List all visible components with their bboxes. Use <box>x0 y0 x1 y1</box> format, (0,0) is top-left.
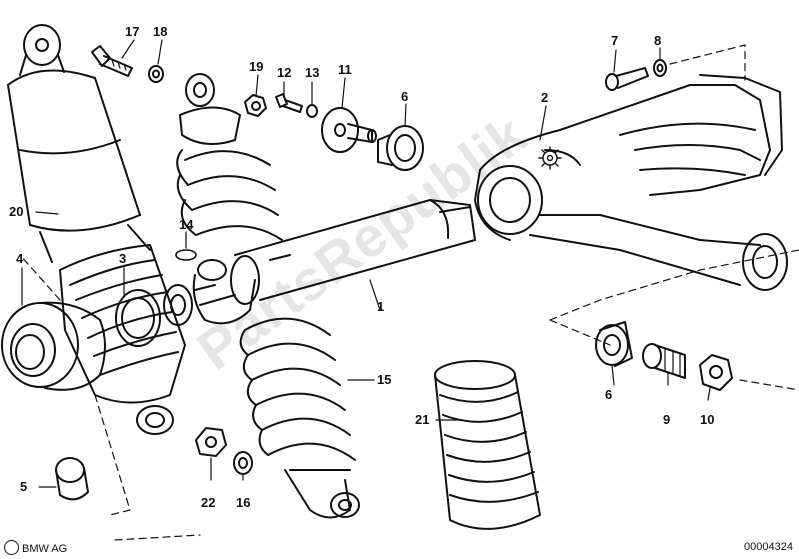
bolt-12 <box>275 93 303 113</box>
gear-icon <box>538 146 562 170</box>
callout-9: 9 <box>663 412 671 427</box>
callout-12: 12 <box>277 65 292 80</box>
callout-11: 11 <box>338 62 352 77</box>
circlip-14 <box>175 249 197 261</box>
callout-19: 19 <box>249 59 264 74</box>
callout-17: 17 <box>125 24 140 39</box>
washer-16 <box>233 451 253 475</box>
bellows-21 <box>434 360 541 530</box>
swing-arm-2 <box>474 74 788 291</box>
flange-pin-11 <box>321 107 377 153</box>
nut-19 <box>244 94 267 117</box>
callout-3: 3 <box>119 251 127 266</box>
diagram-number: 00004324 <box>744 541 793 553</box>
washer-18 <box>148 65 164 83</box>
callout-18: 18 <box>153 24 168 39</box>
guide-lines-right <box>549 44 799 391</box>
spring-15 <box>239 317 360 519</box>
brand-footer: BMW AG <box>4 540 67 555</box>
universal-joint <box>163 259 256 326</box>
bmw-logo-icon <box>4 540 19 555</box>
callout-4: 4 <box>16 251 24 266</box>
shock-absorber-20 <box>7 24 151 263</box>
callout-2: 2 <box>541 90 549 105</box>
callout-21: 21 <box>415 412 430 427</box>
brand-text: BMW AG <box>22 543 68 555</box>
callout-10: 10 <box>700 412 715 427</box>
leader-lines <box>21 39 711 488</box>
spring-assembly-upper <box>176 73 283 241</box>
callout-6-lower: 6 <box>605 387 613 402</box>
nut-10 <box>699 354 733 391</box>
callout-22: 22 <box>201 495 216 510</box>
callout-13: 13 <box>305 65 320 80</box>
bearing-6-lower <box>595 321 633 367</box>
guide-lines-left <box>19 254 201 541</box>
bushing-5 <box>55 457 89 501</box>
callout-20: 20 <box>9 204 24 219</box>
callout-8: 8 <box>654 33 662 48</box>
callout-16: 16 <box>236 495 251 510</box>
callout-5: 5 <box>20 479 28 494</box>
sleeve-9 <box>642 343 686 379</box>
washer-8 <box>653 59 667 77</box>
gaiter-4 <box>1 301 106 391</box>
washer-13 <box>306 104 318 118</box>
callout-14: 14 <box>179 217 194 232</box>
callout-6-upper: 6 <box>401 89 409 104</box>
boot-3 <box>59 244 186 435</box>
screw-7 <box>605 67 649 91</box>
shaft-tube-1 <box>230 199 476 305</box>
callout-15: 15 <box>377 372 392 387</box>
bolt-17 <box>91 45 133 77</box>
nut-22 <box>195 427 227 457</box>
callout-1: 1 <box>377 299 385 314</box>
callout-7: 7 <box>611 33 619 48</box>
